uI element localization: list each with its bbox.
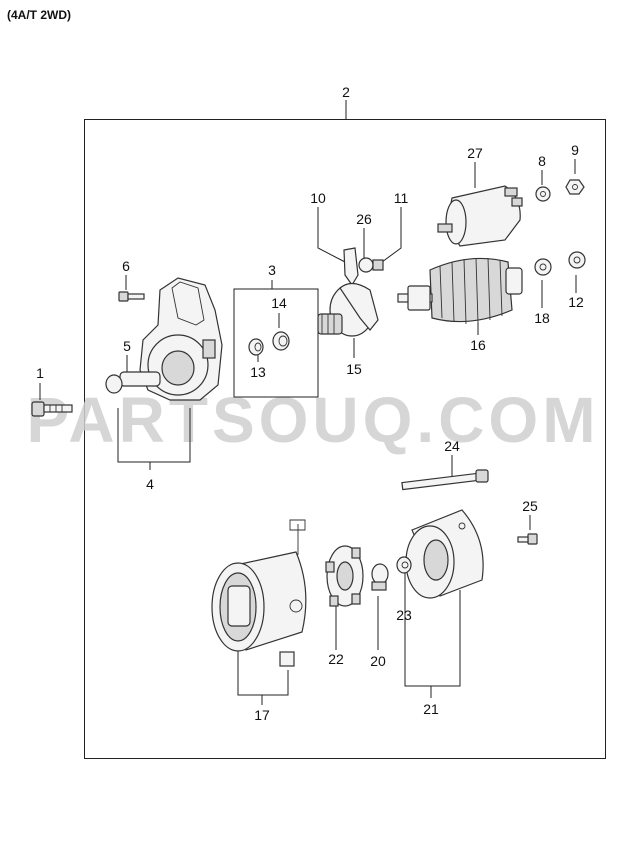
label-part-26: 26 (356, 211, 372, 227)
label-part-16: 16 (470, 337, 486, 353)
bushing-part-14 (272, 331, 290, 351)
label-part-21: 21 (423, 701, 439, 717)
label-part-24: 24 (444, 438, 460, 454)
label-part-9: 9 (571, 142, 579, 158)
washer-part-8 (535, 186, 551, 202)
bushing-part-23 (396, 556, 412, 574)
screw-part-6 (118, 291, 145, 302)
lever-part-10 (343, 247, 384, 287)
watermark-text: PARTSOUQ.COM (26, 384, 600, 456)
label-part-6: 6 (122, 258, 130, 274)
bolt-part-1 (31, 401, 73, 417)
label-part-27: 27 (467, 145, 483, 161)
label-part-3: 3 (268, 262, 276, 278)
washer-part-12 (568, 251, 586, 269)
brush-holder-part-22 (325, 545, 364, 607)
label-part-12: 12 (568, 294, 584, 310)
spring-part-20 (371, 563, 389, 591)
screw-part-25 (517, 533, 538, 545)
leader-lines (39, 100, 577, 705)
label-part-11: 11 (394, 190, 409, 206)
rear-cover-part-21 (405, 509, 484, 599)
label-part-14: 14 (271, 295, 287, 311)
label-part-15: 15 (346, 361, 362, 377)
overrunning-clutch-part-15 (317, 282, 379, 337)
part-number-labels: 2 1 5 6 4 3 14 13 10 26 11 15 27 8 9 18 … (36, 84, 584, 723)
label-part-22: 22 (328, 651, 344, 667)
through-bolt-part-24 (401, 469, 489, 491)
label-part-10: 10 (310, 190, 326, 206)
yoke-part-17 (211, 519, 307, 667)
bushing-part-13 (248, 338, 264, 356)
armature-part-16 (397, 257, 523, 325)
label-part-23: 23 (396, 607, 412, 623)
label-part-4: 4 (146, 476, 154, 492)
label-part-20: 20 (370, 653, 386, 669)
label-part-17: 17 (254, 707, 270, 723)
diagram-title: (4A/T 2WD) (7, 8, 71, 22)
nut-part-9 (565, 179, 585, 195)
front-housing-part-5 (105, 277, 223, 401)
label-part-13: 13 (250, 364, 266, 380)
label-part-8: 8 (538, 153, 546, 169)
label-part-5: 5 (123, 338, 131, 354)
label-part-1: 1 (36, 365, 44, 381)
solenoid-part-27 (437, 185, 523, 247)
washer-part-18 (534, 258, 552, 276)
assembly-frame (84, 119, 606, 759)
label-part-2: 2 (342, 84, 350, 100)
label-part-18: 18 (534, 310, 550, 326)
label-part-25: 25 (522, 498, 538, 514)
